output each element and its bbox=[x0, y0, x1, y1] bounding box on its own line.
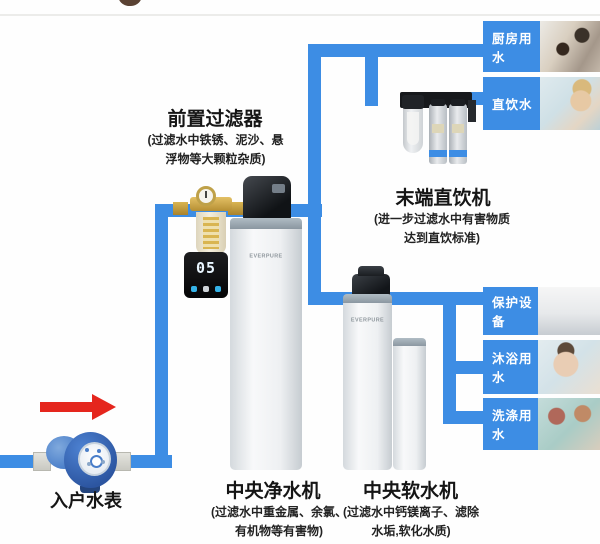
baby-bath-photo bbox=[538, 340, 600, 394]
brine-tank bbox=[393, 346, 426, 470]
water-meter-title: 入户水表 bbox=[50, 491, 122, 511]
pipe-riser-left bbox=[155, 204, 168, 468]
purifier-tank-top bbox=[230, 218, 302, 230]
outlet-label-drinking: 直饮水 bbox=[483, 77, 540, 130]
softener-title: 中央软水机 bbox=[362, 481, 458, 502]
purifier-title: 中央净水机 bbox=[225, 481, 321, 502]
purifier-desc: (过滤水中重金属、余氯、 有机物等有害物) bbox=[211, 505, 347, 538]
purifier-valve-head bbox=[243, 176, 291, 222]
water-meter-dial bbox=[78, 442, 111, 476]
top-divider-line bbox=[0, 14, 600, 16]
outlet-label-laundry: 洗涤用水 bbox=[483, 398, 538, 450]
terminal-filter-cartridge-2 bbox=[449, 99, 467, 164]
pipe-filter-drop bbox=[365, 44, 378, 106]
child-drinking-photo bbox=[540, 77, 600, 130]
prefilter-nut-left bbox=[173, 202, 188, 215]
purifier-brand: EVERPURE bbox=[249, 253, 283, 260]
prefilter-display: 05 bbox=[184, 252, 228, 298]
pipe-manifold-vertical bbox=[443, 292, 456, 424]
outlet-label-kitchen: 厨房用水 bbox=[483, 21, 540, 72]
prefilter-buttons bbox=[191, 286, 221, 292]
pipe-stub-bath bbox=[443, 361, 486, 374]
softener-desc: (过滤水中钙镁离子、滤除 水垢,软化水质) bbox=[343, 505, 479, 538]
terminal-filter-cartridge-1 bbox=[429, 99, 447, 164]
softener-tank-top bbox=[343, 294, 392, 304]
mother-child-washing-photo bbox=[538, 398, 600, 450]
outlet-label-bath: 沐浴用水 bbox=[483, 340, 538, 394]
softener-tank: EVERPURE bbox=[343, 303, 392, 470]
prefilter-mesh bbox=[203, 217, 219, 249]
terminal-filter-clear-bottle bbox=[403, 108, 423, 153]
softener-brand: EVERPURE bbox=[350, 317, 385, 324]
cropped-avatar-logo bbox=[118, 0, 142, 6]
terminal-filter-title: 末端直饮机 bbox=[395, 188, 491, 209]
prefilter-display-value: 05 bbox=[195, 259, 217, 277]
pipe-stub-laundry bbox=[443, 411, 486, 424]
terminal-filter-desc: (进一步过滤水中有害物质 达到直饮标准) bbox=[374, 212, 510, 245]
brine-tank-top bbox=[393, 338, 426, 347]
pipe-lower-horizontal bbox=[308, 292, 486, 305]
pipe-tee-vertical bbox=[308, 44, 321, 305]
terminal-filter-bottle-cap bbox=[402, 95, 424, 109]
prefilter-title: 前置过滤器 bbox=[167, 109, 263, 130]
water-meter-foot bbox=[80, 486, 100, 493]
purifier-tank: EVERPURE bbox=[230, 229, 302, 470]
family-kitchen-photo bbox=[540, 21, 600, 72]
flow-arrow-head bbox=[92, 394, 116, 420]
pipe-inlet-left bbox=[0, 455, 36, 468]
flow-arrow bbox=[40, 402, 93, 412]
outlet-label-protect: 保护设备 bbox=[483, 287, 538, 335]
home-appliances-photo bbox=[538, 287, 600, 335]
prefilter-desc: (过滤水中铁锈、泥沙、悬 浮物等大颗粒杂质) bbox=[147, 133, 284, 166]
pipe-top-horizontal bbox=[308, 44, 486, 57]
prefilter-pressure-gauge bbox=[196, 186, 216, 206]
